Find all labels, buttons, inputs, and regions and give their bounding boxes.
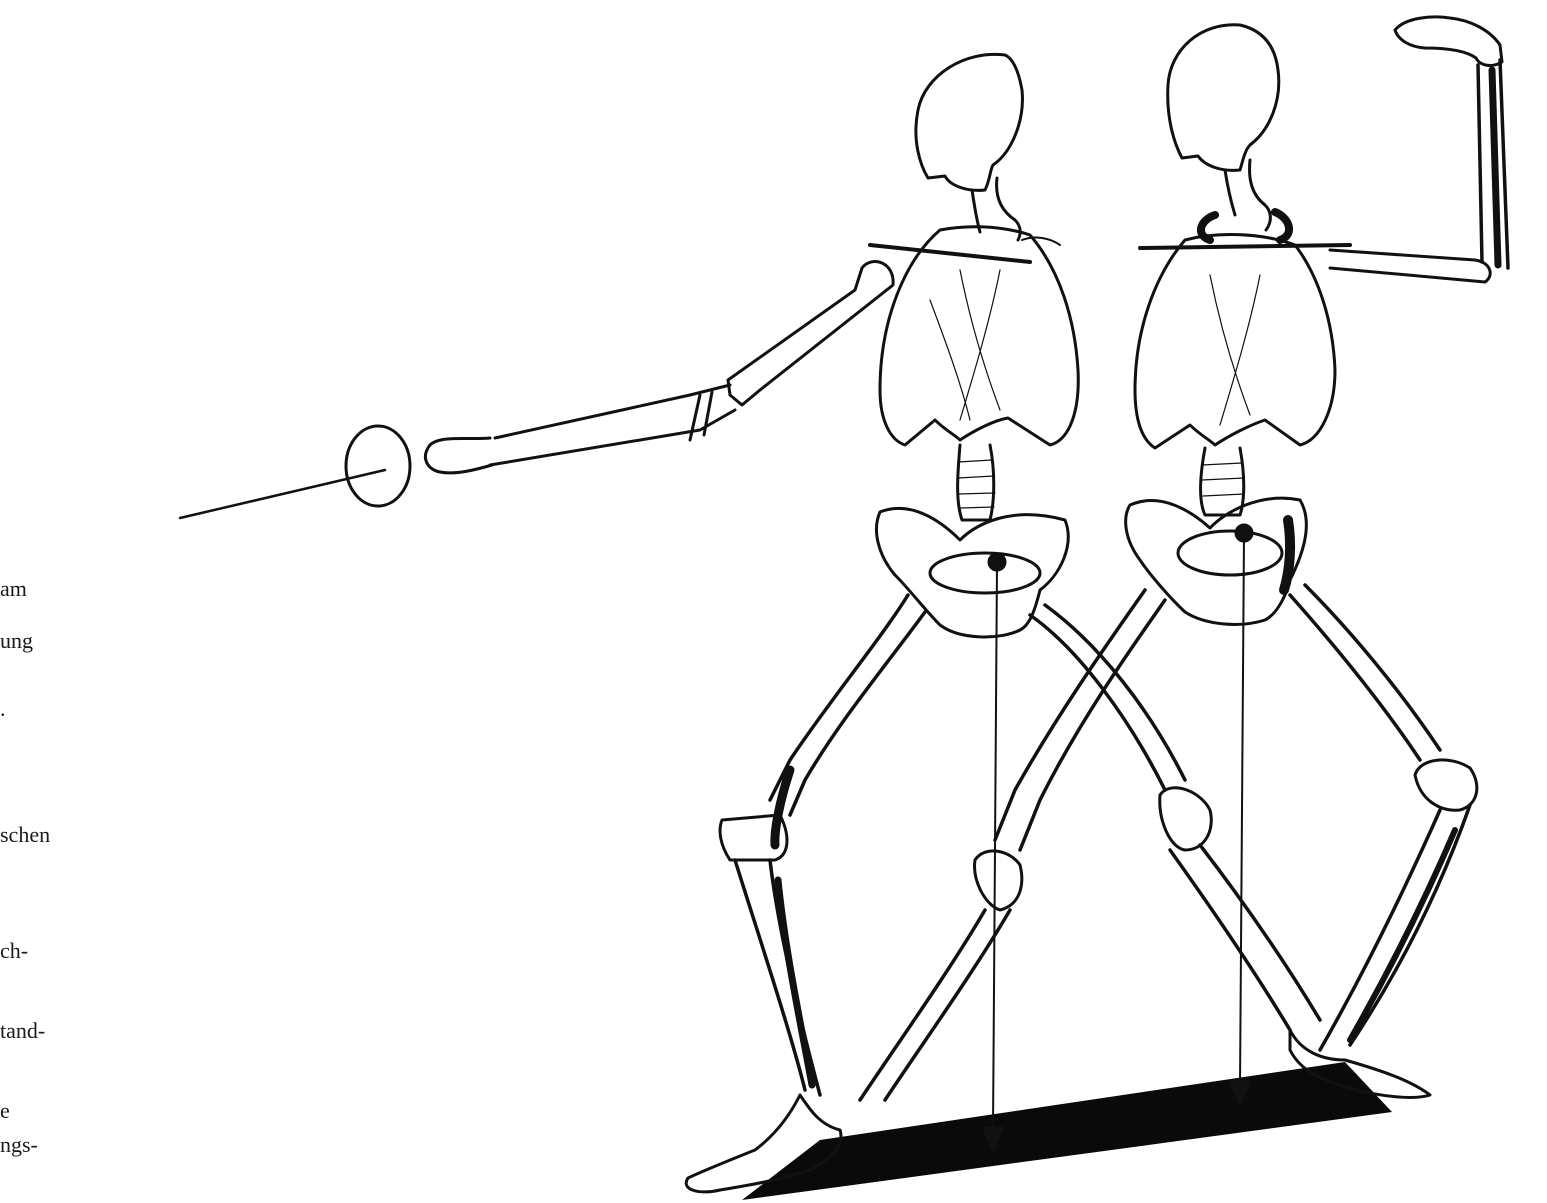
guard-clavicle [1140,245,1350,248]
guard-hand [1395,17,1502,66]
fencer-ribcage [880,227,1078,445]
fencer-skull [916,54,1023,190]
guard-upper-arm [1330,250,1490,282]
fencer-back-knee [1160,788,1211,850]
guard-front-tibia [860,910,1010,1100]
fencer-gravity-line [993,565,997,1130]
guard-skeleton [860,17,1508,1104]
guard-back-tibia-shadow [1350,830,1455,1040]
guard-back-knee [1415,760,1477,810]
fencer-spine [958,445,994,520]
fencer-front-femur [770,595,925,815]
guard-forearm-shadow [1492,70,1498,265]
fencer-back-arm [1022,238,1060,245]
fencer-pelvic-opening [930,553,1040,593]
fencer-forearm [490,385,735,465]
guard-gravity-line [1240,535,1244,1085]
fencer-back-femur [1030,605,1185,790]
fencer-hand [425,438,492,473]
guard-spine [1200,448,1243,515]
guard-front-knee [975,851,1022,910]
guard-back-femur [1290,585,1440,760]
guard-rib-lines [1210,275,1260,425]
fencer-back-tibia [1170,845,1320,1030]
guard-vertebrae [1202,463,1244,496]
fencer-rib-lines [930,270,1000,420]
fencer-clavicle [870,245,1030,262]
fencer-vertebrae [958,460,995,508]
guard-skull [1168,25,1279,171]
guard-pelvic-opening [1178,531,1282,575]
fencer-upper-arm [728,262,893,405]
fencer-bell-guard [346,426,410,506]
guard-ribcage [1135,235,1335,448]
guard-hip-shadow [1284,520,1290,590]
